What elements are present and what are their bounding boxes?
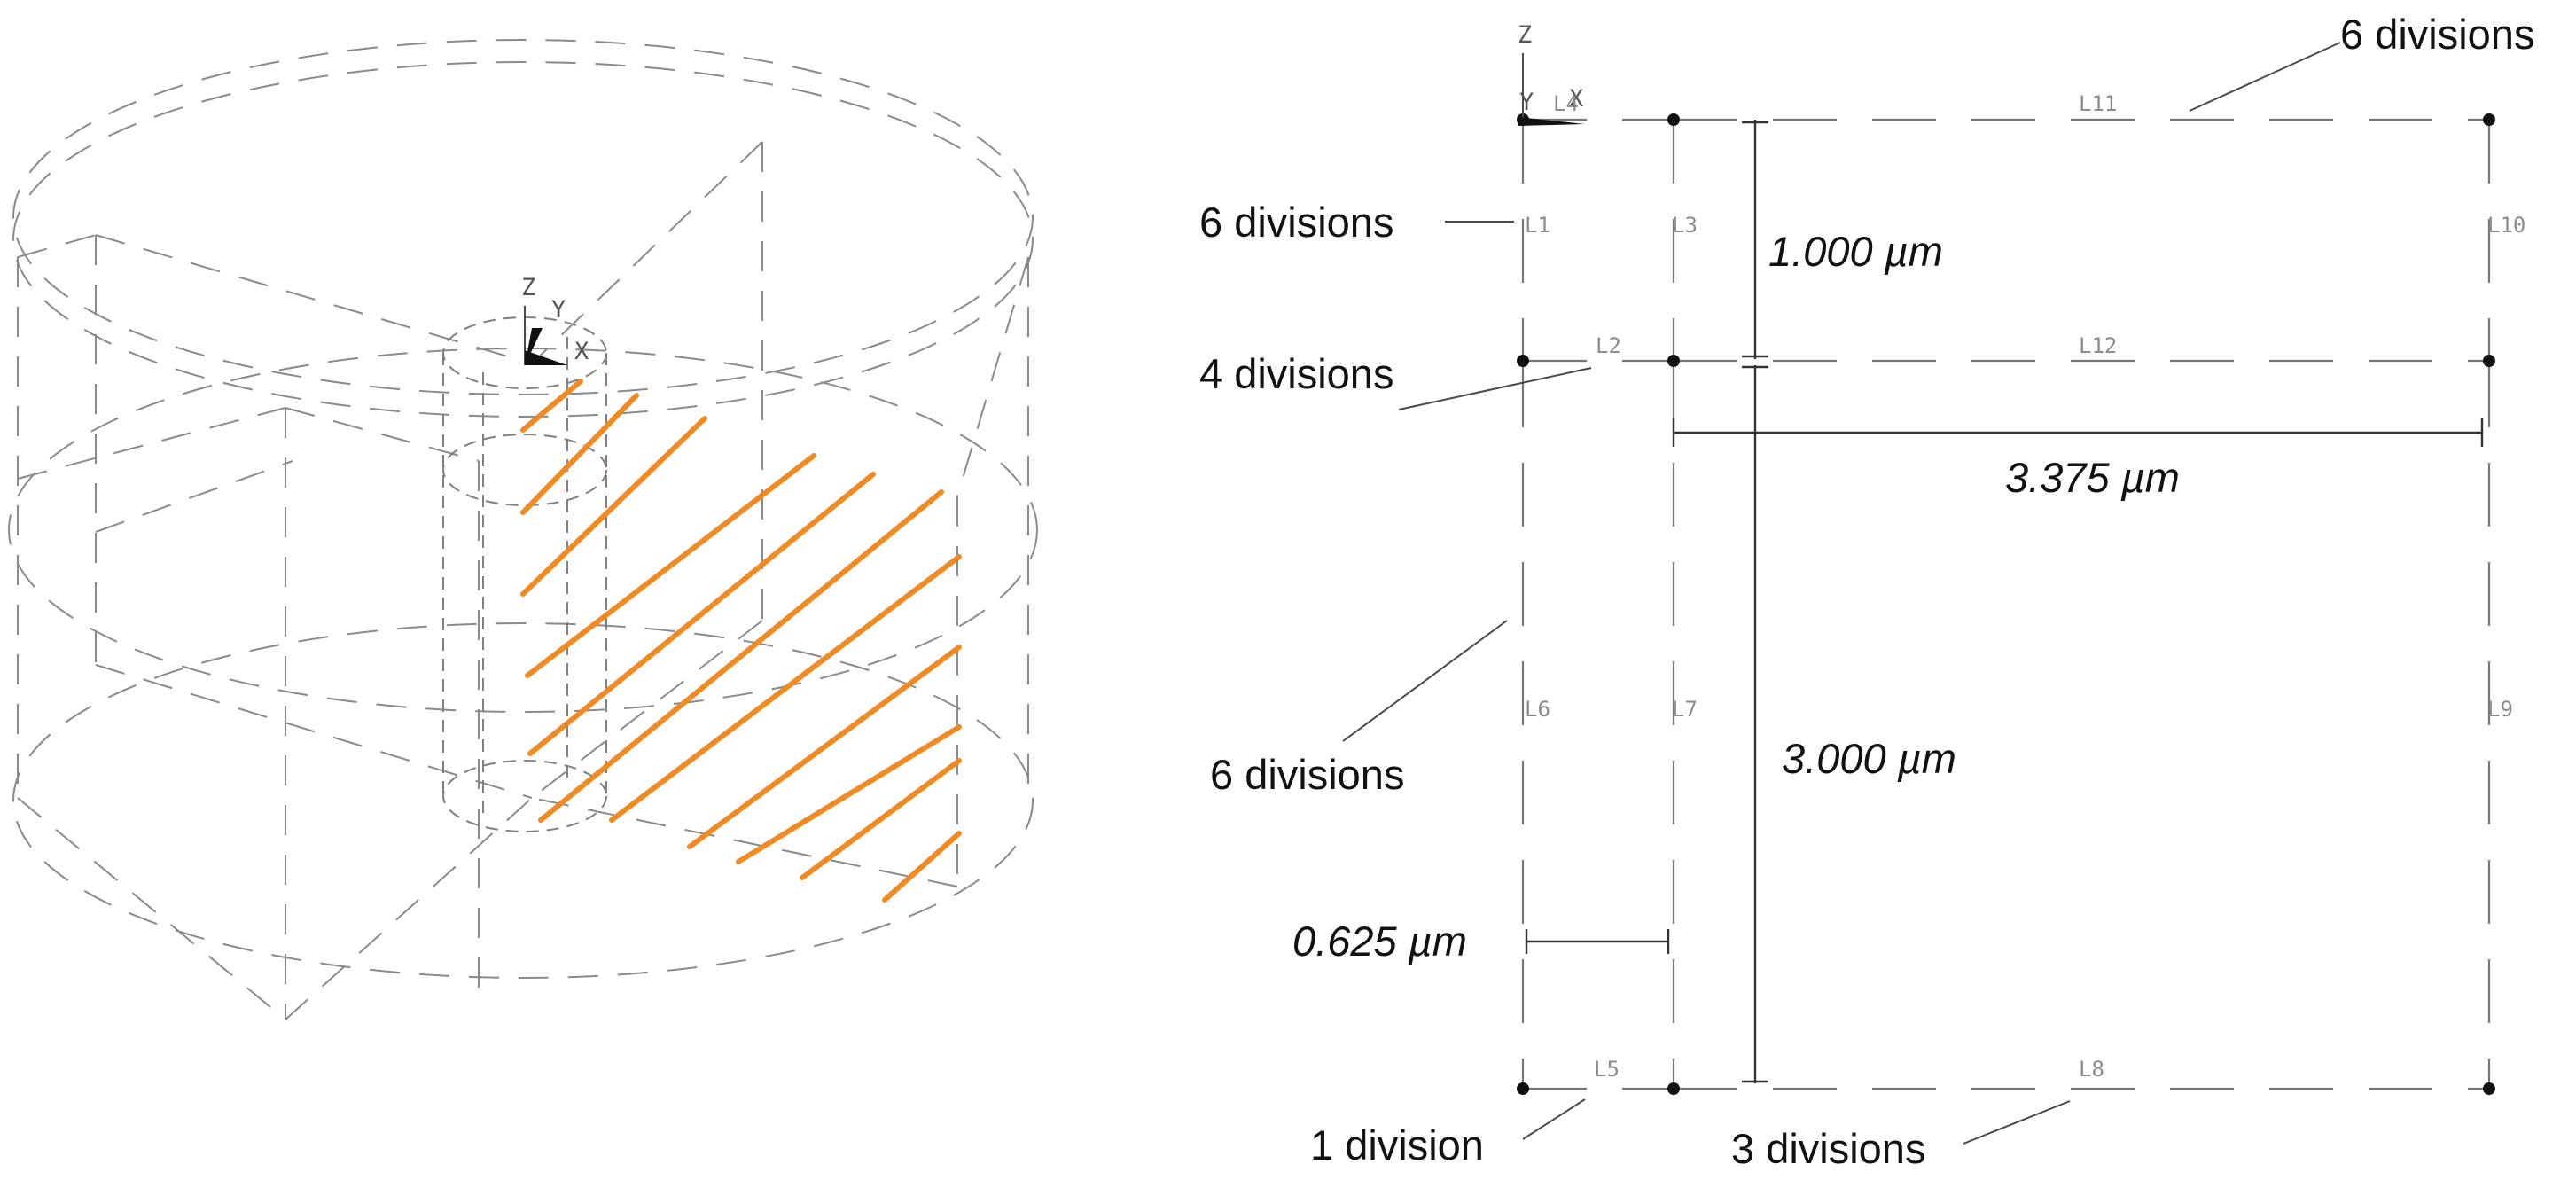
division-l8: 3 divisions bbox=[1731, 1100, 2071, 1172]
radial-line-1 bbox=[95, 234, 533, 364]
hatch-5 bbox=[527, 472, 876, 756]
hatch-3 bbox=[520, 416, 707, 597]
label-L6: L6 bbox=[1525, 697, 1550, 722]
division-label-l6: 6 divisions bbox=[1210, 751, 1404, 798]
plane-axis-y: Y bbox=[1519, 89, 1534, 116]
top-outer-ellipse-upper bbox=[12, 39, 1034, 395]
iso-axis-x: X bbox=[574, 338, 589, 365]
node bbox=[1667, 355, 1680, 367]
hatch-1 bbox=[520, 379, 583, 433]
hatch-2 bbox=[520, 393, 639, 515]
division-l2: 4 divisions bbox=[1199, 350, 1592, 410]
radial-line-7 bbox=[17, 797, 286, 1020]
plane-axis-x: X bbox=[1569, 85, 1583, 113]
node bbox=[2483, 113, 2495, 126]
label-L10: L10 bbox=[2487, 213, 2525, 238]
label-L11: L11 bbox=[2079, 91, 2117, 116]
label-L8: L8 bbox=[2079, 1057, 2104, 1082]
division-l6: 6 divisions bbox=[1210, 620, 1508, 798]
node bbox=[2483, 1082, 2495, 1095]
division-l5: 1 division bbox=[1310, 1098, 1586, 1168]
hatch-6 bbox=[538, 489, 944, 823]
iso-axis-y: Y bbox=[551, 296, 566, 324]
top-outer-ellipse-lower bbox=[12, 61, 1034, 418]
division-label-l2: 4 divisions bbox=[1199, 350, 1393, 397]
node bbox=[1517, 1082, 1529, 1095]
dimension-label-1: 1.000 µm bbox=[1768, 228, 1943, 275]
hatch-8 bbox=[687, 645, 962, 849]
radial-line-2 bbox=[531, 141, 763, 364]
division-l1: 6 divisions bbox=[1199, 199, 1514, 246]
radial-line-6 bbox=[285, 797, 533, 1020]
radial-line-3 bbox=[95, 664, 533, 799]
node bbox=[2483, 355, 2495, 367]
hatch-7 bbox=[609, 554, 962, 823]
radial-line-11 bbox=[285, 407, 480, 462]
plane-axis-triad: Z Y X bbox=[1518, 21, 1585, 126]
division-label-l8: 3 divisions bbox=[1731, 1125, 1925, 1172]
label-L1: L1 bbox=[1525, 213, 1550, 238]
dimension-label-2: 3.375 µm bbox=[2005, 454, 2180, 501]
dimension-1: 1.000 µm bbox=[1742, 120, 1943, 359]
node bbox=[1667, 113, 1680, 126]
hatch-4 bbox=[525, 453, 816, 678]
node bbox=[1517, 355, 1529, 367]
node bbox=[1667, 1082, 1680, 1095]
middle-outer-ellipse bbox=[8, 348, 1038, 713]
iso-axis-z: Z bbox=[521, 274, 535, 301]
label-L5: L5 bbox=[1594, 1057, 1620, 1082]
label-L3: L3 bbox=[1672, 213, 1698, 238]
inner-cylinder-mid bbox=[442, 434, 607, 506]
dimension-2: 3.375 µm bbox=[1672, 418, 2484, 501]
hatch-11 bbox=[882, 831, 962, 903]
radial-line-8 bbox=[531, 797, 958, 887]
radial-line-9 bbox=[17, 234, 97, 258]
label-L2: L2 bbox=[1596, 333, 1621, 358]
label-L4: L4 bbox=[1553, 91, 1579, 116]
radial-line-10 bbox=[956, 256, 1029, 497]
radial-line-12 bbox=[95, 460, 293, 533]
division-label-l1: 6 divisions bbox=[1199, 199, 1393, 246]
plane-model: Z Y X L4 L11 L1 L3 L10 L2 L12 L6 L7 L9 L… bbox=[1199, 11, 2534, 1172]
division-top: 6 divisions bbox=[2189, 11, 2534, 112]
dimension-label-4: 0.625 µm bbox=[1292, 918, 1467, 965]
hatch-10 bbox=[800, 758, 962, 880]
hatch-9 bbox=[736, 724, 962, 864]
plane-axis-z: Z bbox=[1518, 21, 1532, 49]
bottom-outer-ellipse bbox=[12, 622, 1034, 979]
label-L9: L9 bbox=[2487, 697, 2513, 722]
division-label-top: 6 divisions bbox=[2340, 11, 2534, 58]
dimension-4: 0.625 µm bbox=[1292, 918, 1670, 965]
hatched-section bbox=[520, 379, 962, 903]
isometric-model: Z Y X bbox=[8, 39, 1038, 1020]
label-L12: L12 bbox=[2079, 333, 2117, 358]
iso-axis-triad: Z Y X bbox=[521, 274, 589, 365]
label-L7: L7 bbox=[1672, 697, 1698, 722]
inner-cylinder-bottom bbox=[442, 760, 607, 832]
division-label-l5: 1 division bbox=[1310, 1121, 1484, 1168]
dimension-label-3: 3.000 µm bbox=[1782, 735, 1956, 782]
dimension-3: 3.000 µm bbox=[1742, 365, 1956, 1083]
radial-line-5 bbox=[17, 407, 286, 480]
nodes bbox=[1517, 113, 2495, 1095]
